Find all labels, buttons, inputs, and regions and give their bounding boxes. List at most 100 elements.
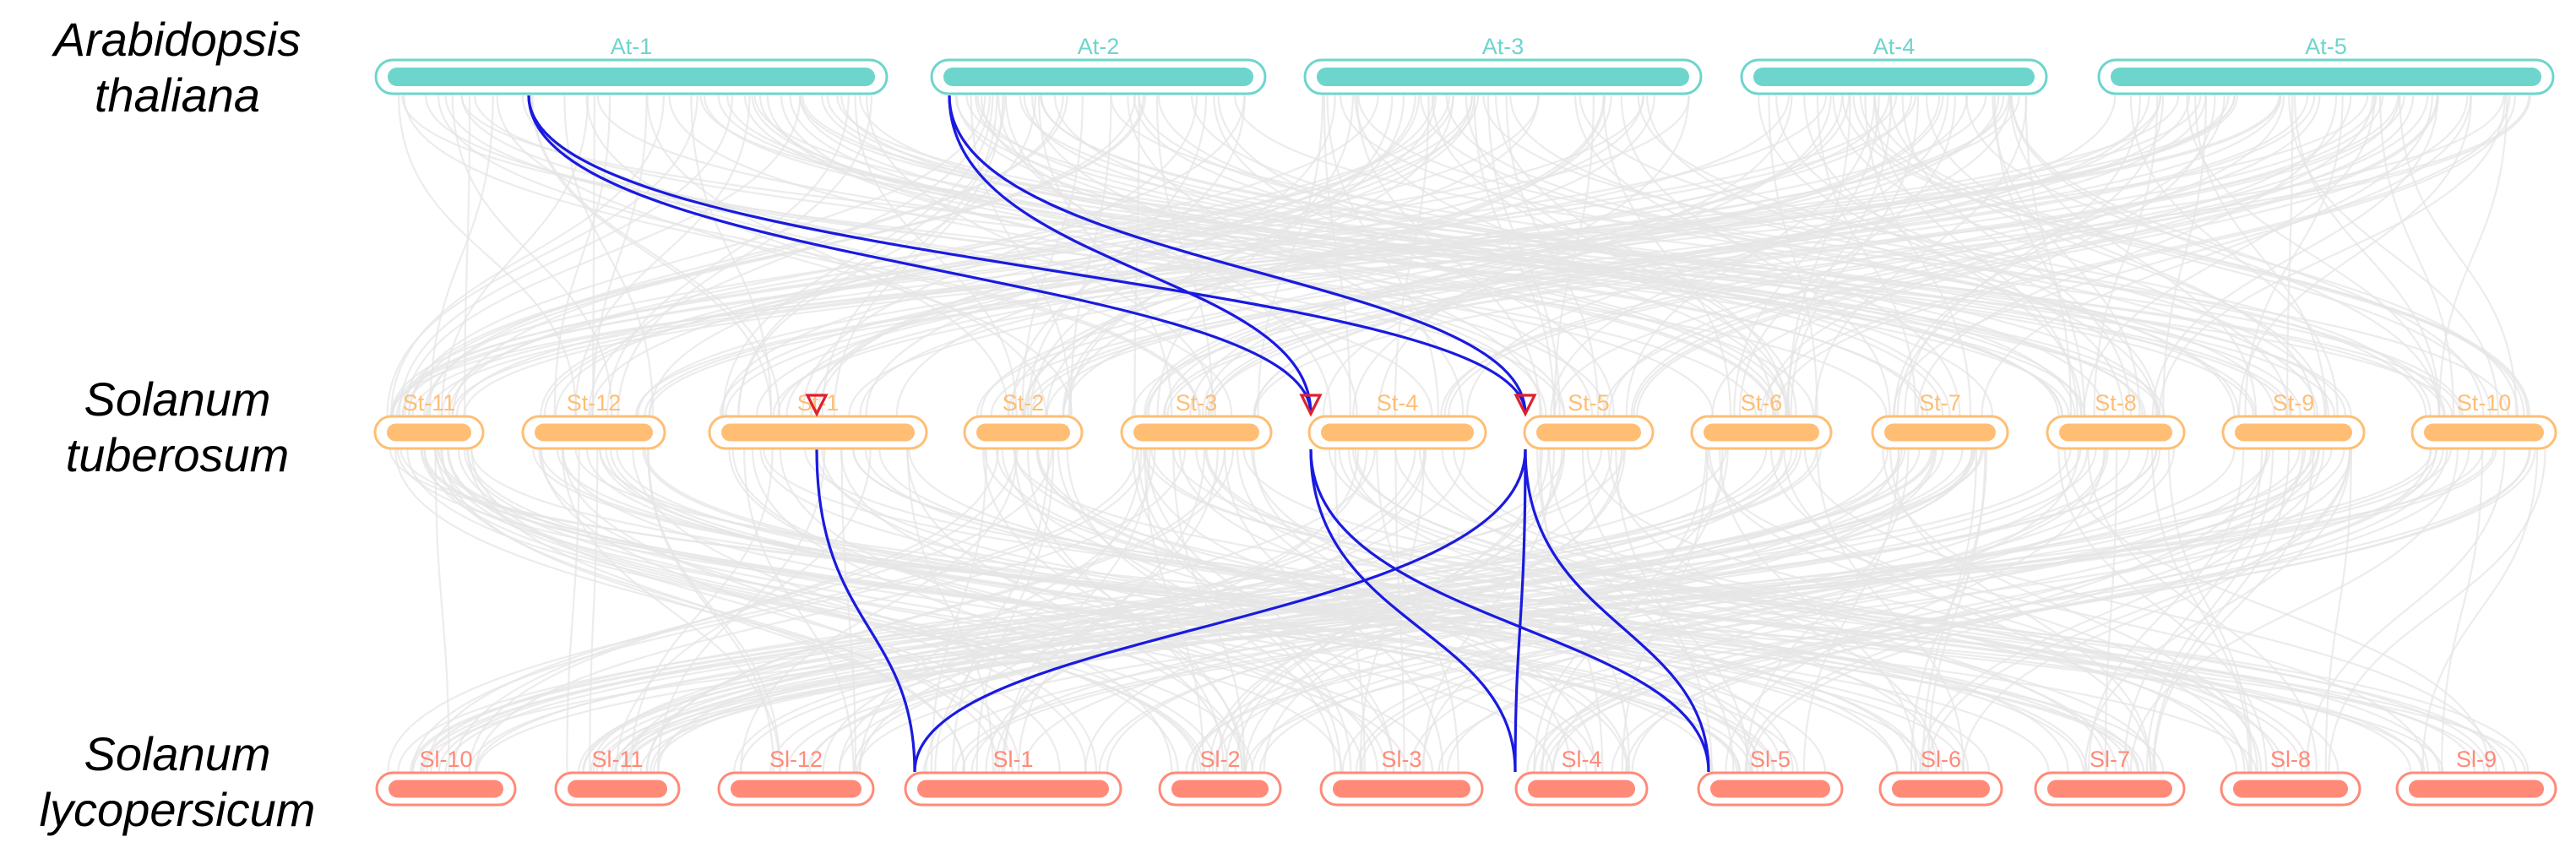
background-link xyxy=(436,448,1000,773)
background-link xyxy=(2244,95,2344,416)
background-link xyxy=(401,95,1144,416)
background-link xyxy=(437,448,1818,773)
species-name-line1: Solanum xyxy=(84,727,271,780)
chromosome-label: St-4 xyxy=(1377,390,1419,416)
chromosome-label: Sl-1 xyxy=(992,747,1033,772)
background-link xyxy=(2288,95,2500,416)
background-link xyxy=(398,95,578,416)
chromosome-label: Sl-6 xyxy=(1921,747,1961,772)
chromosome-label: St-3 xyxy=(1176,390,1218,416)
background-link xyxy=(1633,95,2440,416)
background-collinearity-links xyxy=(386,95,2546,773)
background-link xyxy=(475,448,1984,773)
background-link xyxy=(1029,95,1336,416)
background-link xyxy=(647,448,781,773)
background-link xyxy=(404,95,802,416)
background-link xyxy=(396,95,1645,416)
chromosome-sl-11: Sl-11 xyxy=(554,747,681,807)
chromosome-sl-6: Sl-6 xyxy=(1878,747,2003,807)
chromosome-st-4: St-4 xyxy=(1307,390,1487,450)
background-link xyxy=(905,448,1229,773)
background-link xyxy=(1062,95,1969,416)
chromosome-sl-9: Sl-9 xyxy=(2395,747,2557,807)
background-link xyxy=(858,95,2063,416)
species-name-line2: lycopersicum xyxy=(39,783,316,836)
background-link xyxy=(605,448,1714,773)
chromosome-bar xyxy=(389,780,503,798)
chromosome-label: Sl-10 xyxy=(419,747,472,772)
chromosome-label: St-10 xyxy=(2457,390,2512,416)
chromosome-bar xyxy=(943,68,1253,86)
chromosome-label: Sl-8 xyxy=(2270,747,2311,772)
chromosome-st-1: St-1 xyxy=(708,390,928,450)
background-link xyxy=(2158,95,2507,416)
background-link xyxy=(635,95,2236,416)
species-name-line1: Arabidopsis xyxy=(53,13,302,66)
background-link xyxy=(1244,448,1626,773)
background-link xyxy=(1157,95,2076,416)
background-link xyxy=(1448,95,2429,416)
background-link xyxy=(1328,448,2303,773)
background-link xyxy=(390,95,665,416)
background-link xyxy=(446,448,1218,773)
chromosome-bar xyxy=(1317,68,1689,86)
background-link xyxy=(2440,448,2484,773)
background-link xyxy=(578,448,1921,773)
background-link xyxy=(394,448,1014,773)
background-link xyxy=(616,448,1965,773)
chromosome-label: At-3 xyxy=(1482,34,1524,59)
chromosome-at-4: At-4 xyxy=(1740,34,2048,95)
chromosome-bar xyxy=(1133,423,1259,442)
background-link xyxy=(737,95,1036,416)
background-link xyxy=(453,448,1017,773)
chromosome-at-3: At-3 xyxy=(1303,34,1703,95)
background-link xyxy=(1548,448,1735,773)
background-link xyxy=(398,95,733,416)
background-link xyxy=(703,95,2086,416)
background-link xyxy=(1803,95,2083,416)
chromosome-label: Sl-5 xyxy=(1750,747,1791,772)
background-link xyxy=(652,448,2157,773)
background-link xyxy=(1352,95,1793,416)
background-link xyxy=(1533,448,2352,773)
background-link xyxy=(1814,95,2028,416)
background-link xyxy=(2305,448,2506,773)
background-link xyxy=(434,448,450,773)
background-link xyxy=(529,95,1233,416)
background-link xyxy=(2437,95,2508,416)
background-link xyxy=(1326,95,1440,416)
chromosome-label: St-11 xyxy=(403,390,456,416)
background-link xyxy=(1889,95,2326,416)
background-link xyxy=(2084,448,2352,773)
background-link xyxy=(1603,95,2438,416)
background-link xyxy=(2421,448,2539,773)
background-link xyxy=(639,448,2438,773)
background-link xyxy=(629,448,774,773)
background-link xyxy=(922,448,2236,773)
background-link xyxy=(1927,448,1986,773)
highlight-link-st-5-to-sl-1 xyxy=(913,448,1527,773)
background-link xyxy=(1615,448,1713,773)
background-link xyxy=(1961,448,2351,773)
chromosome-sl-5: Sl-5 xyxy=(1697,747,1844,807)
species-name-line2: thaliana xyxy=(94,68,261,122)
background-link xyxy=(743,95,1774,416)
chromosome-label: At-1 xyxy=(611,34,653,59)
background-link xyxy=(1774,95,2516,416)
chromosome-bar xyxy=(1333,780,1470,798)
background-link xyxy=(1190,95,2106,416)
background-link xyxy=(1215,448,1550,773)
background-link xyxy=(1251,448,2175,773)
background-link xyxy=(1760,95,2511,416)
background-link xyxy=(1068,95,1394,416)
background-link xyxy=(1927,448,2351,773)
background-link xyxy=(1775,95,2160,416)
background-link xyxy=(1207,95,2384,416)
background-link xyxy=(1162,95,2405,416)
background-link xyxy=(1234,95,2509,416)
chromosome-label: Sl-7 xyxy=(2090,747,2130,772)
chromosome-st-7: St-7 xyxy=(1871,390,2009,450)
background-link xyxy=(1785,95,1893,416)
background-link xyxy=(1014,448,2088,773)
marker-triangle-icon-st-1 xyxy=(805,394,829,417)
